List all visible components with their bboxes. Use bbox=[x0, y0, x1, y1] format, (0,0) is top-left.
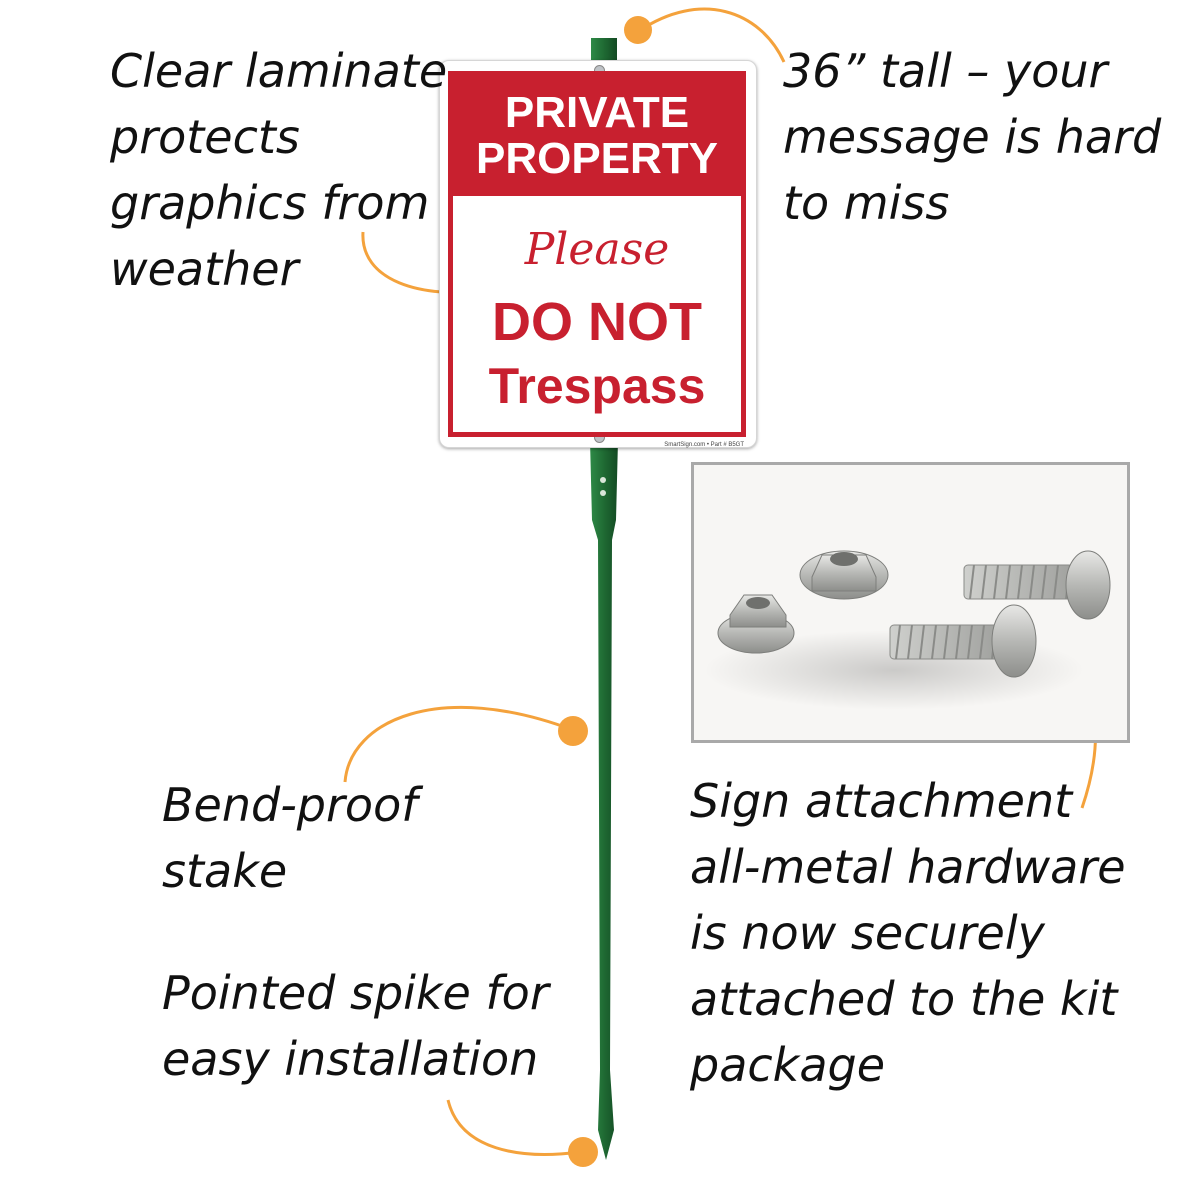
callout-spike: Pointed spike for easy installation bbox=[162, 960, 549, 1092]
sign-line1: PRIVATE bbox=[504, 88, 690, 137]
callout-stake: Bend-proof stake bbox=[162, 772, 417, 904]
connector-stake bbox=[343, 705, 574, 783]
callout-line: Sign attachment bbox=[690, 774, 1073, 828]
hardware-photo bbox=[691, 462, 1130, 743]
sign-part-number: SmartSign.com • Part # B5GT bbox=[664, 442, 744, 448]
sign-donot-text: DO NOT bbox=[492, 292, 702, 352]
sign-trespass-text: Trespass bbox=[488, 358, 706, 414]
callout-line: Pointed spike for bbox=[162, 966, 549, 1020]
callout-line: stake bbox=[162, 844, 288, 898]
nuts-and-bolts-icon bbox=[704, 550, 1111, 710]
dot-spike-icon bbox=[568, 1137, 598, 1167]
connector-spike bbox=[446, 1099, 581, 1156]
dot-stake-icon bbox=[558, 716, 588, 746]
callout-line: Bend-proof bbox=[162, 778, 418, 832]
callout-line: is now securely bbox=[690, 906, 1045, 960]
private-property-sign: PRIVATE PROPERTY Please DO NOT Trespass … bbox=[439, 60, 757, 448]
callout-line: message is hard bbox=[783, 110, 1162, 164]
callout-line: Clear laminate bbox=[110, 44, 448, 98]
callout-line: protects bbox=[110, 110, 300, 164]
callout-line: to miss bbox=[783, 176, 950, 230]
sign-header-band: PRIVATE PROPERTY bbox=[453, 76, 741, 196]
callout-line: 36” tall – your bbox=[783, 44, 1108, 98]
sign-line2: PROPERTY bbox=[475, 134, 719, 183]
sign-please-text: Please bbox=[524, 224, 670, 275]
dot-tall-icon bbox=[624, 16, 652, 44]
callout-laminate: Clear laminate protects graphics from we… bbox=[110, 38, 447, 302]
bend-proof-stake bbox=[590, 440, 618, 1160]
callout-line: graphics from bbox=[110, 176, 430, 230]
callout-line: weather bbox=[110, 242, 299, 296]
callout-line: package bbox=[690, 1038, 886, 1092]
callout-line: attached to the kit bbox=[690, 972, 1118, 1026]
callout-height: 36” tall – your message is hard to miss bbox=[783, 38, 1161, 236]
callout-hardware: Sign attachment all-metal hardware is no… bbox=[690, 768, 1126, 1098]
callout-line: easy installation bbox=[162, 1032, 539, 1086]
sign-face: PRIVATE PROPERTY Please DO NOT Trespass bbox=[448, 71, 746, 437]
callout-line: all-metal hardware bbox=[690, 840, 1126, 894]
connector-tall bbox=[638, 7, 786, 63]
